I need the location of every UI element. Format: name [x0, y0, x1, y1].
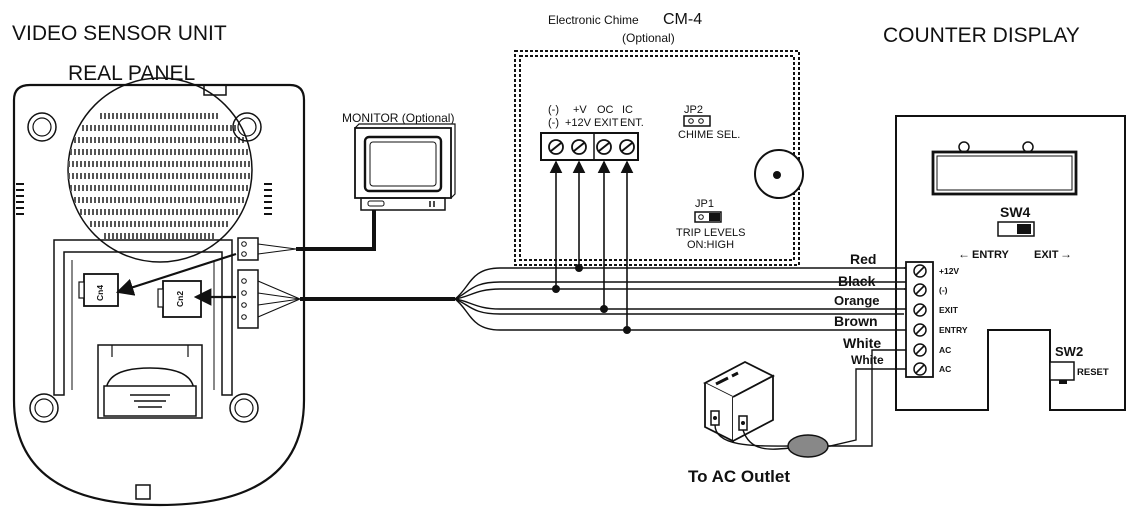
screw-hole-top-right: [232, 112, 262, 142]
wire-label-orange: Orange: [834, 293, 880, 308]
jp2-caption: CHIME SEL.: [678, 129, 740, 141]
chime-speaker: [754, 149, 804, 199]
real-panel-title: REAL PANEL: [68, 62, 195, 85]
monitor: [354, 123, 456, 211]
sw4-exit-label: EXIT: [1034, 249, 1059, 261]
jp2-label: JP2: [684, 104, 703, 116]
sw4-arrow-left: ←: [958, 247, 970, 261]
wire-junction-dots: [552, 264, 631, 334]
video-output-plug: [237, 237, 259, 261]
chime-title: Electronic Chime: [548, 13, 639, 27]
sw4-arrow-right: →: [1060, 247, 1072, 261]
counter-terminal-label-3: EXIT: [939, 305, 959, 315]
counter-terminal-label-2: (-): [939, 285, 948, 295]
screw-hole-top-left: [27, 112, 57, 142]
chime-terminal-label-5: (-): [548, 117, 559, 129]
sw2-label: SW2: [1055, 344, 1083, 359]
jumper-jp2: JP2 CHIME SEL.: [678, 104, 740, 141]
speaker-grille: [67, 77, 253, 263]
cn4-label: Cn4: [95, 285, 105, 301]
main-cable-plug: [237, 269, 259, 329]
chime-wire-taps: [549, 160, 634, 330]
arrow-to-cn4: [115, 252, 237, 296]
screw-hole-bottom-left: [29, 393, 59, 423]
jp1-caption-2: ON:HIGH: [687, 239, 734, 251]
monitor-label: MONITOR (Optional): [342, 111, 454, 125]
counter-terminal-label-5: AC: [939, 345, 951, 355]
ac-wires: [714, 349, 906, 450]
screw-hole-bottom-right: [229, 393, 259, 423]
chime-terminal-label-4: IC: [622, 104, 633, 116]
chime-terminal-label-8: ENT.: [620, 117, 644, 129]
ac-adapter: [703, 360, 775, 443]
jumper-jp1: JP1 TRIP LEVELS ON:HIGH: [676, 198, 746, 251]
sw4-label: SW4: [1000, 204, 1031, 220]
counter-display-title: COUNTER DISPLAY: [883, 24, 1080, 47]
sw4-switch[interactable]: [997, 221, 1035, 237]
wire-label-white-2: White: [851, 353, 884, 367]
counter-terminal-screws: [913, 264, 927, 376]
counter-terminal-label-6: AC: [939, 364, 951, 374]
sw2-reset-button[interactable]: [1049, 361, 1075, 384]
chime-terminal-label-3: OC: [597, 104, 614, 116]
chime-terminal-label-2: +V: [573, 104, 587, 116]
counter-terminal-label-4: ENTRY: [939, 325, 968, 335]
counter-terminal-block: [905, 261, 934, 378]
counter-screen: [931, 150, 1078, 196]
video-sensor-unit-title: VIDEO SENSOR UNIT: [12, 22, 227, 45]
chime-terminal-label-1: (-): [548, 104, 559, 116]
connector-cn4: Cn4: [78, 273, 119, 307]
side-vent-left: [16, 183, 24, 215]
jp1-caption-1: TRIP LEVELS: [676, 227, 746, 239]
chime-terminal-screws: [548, 139, 635, 155]
wire-bundle: [454, 267, 930, 331]
cn2-label: Cn2: [175, 291, 185, 307]
chime-optional: (Optional): [622, 31, 675, 45]
chime-terminal-label-7: EXIT: [594, 117, 619, 129]
wire-label-black: Black: [838, 273, 876, 289]
ac-cable-tie: [787, 434, 829, 458]
electronic-chime-box: (-) +V OC IC (-) +12V EXIT ENT. JP2 CHIM…: [514, 50, 804, 266]
monitor-cable: [296, 210, 376, 251]
wire-label-white-1: White: [843, 335, 881, 351]
reset-label: RESET: [1077, 367, 1109, 378]
jp1-label: JP1: [695, 198, 714, 210]
ac-outlet-label: To AC Outlet: [688, 467, 790, 486]
connector-cn2: Cn2: [157, 280, 202, 318]
chime-model: CM-4: [663, 11, 702, 28]
side-vent-right: [264, 183, 272, 215]
counter-terminal-label-1: +12V: [939, 266, 959, 276]
wire-label-brown: Brown: [834, 313, 878, 329]
chime-terminal-label-6: +12V: [565, 117, 592, 129]
sw4-entry-label: ENTRY: [972, 249, 1010, 261]
counter-display-box: SW4 ← ENTRY EXIT → +12V (-) EXIT ENTRY A…: [895, 115, 1126, 411]
wire-label-red: Red: [850, 251, 876, 267]
video-sensor-unit: Cn4 Cn2: [12, 77, 306, 507]
